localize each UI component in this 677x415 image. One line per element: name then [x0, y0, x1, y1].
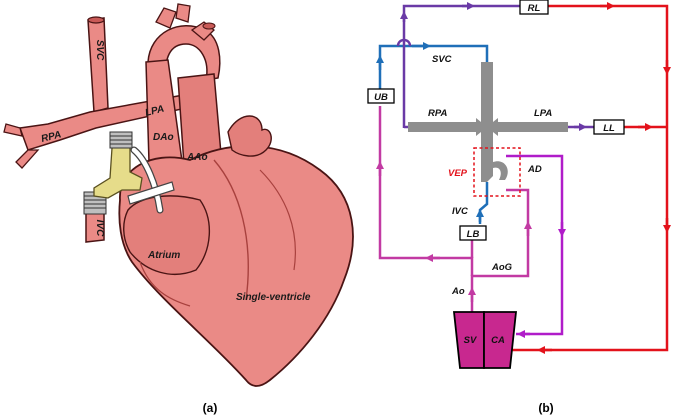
rpa-branch-upper	[3, 123, 23, 137]
white-band	[127, 181, 175, 205]
upper-ribbed-conduit	[109, 131, 133, 149]
label-b-vep: VEP	[448, 168, 468, 179]
label-b-lpa: LPA	[534, 108, 552, 119]
label-rpa: RPA	[40, 129, 62, 145]
box-ub: UB	[367, 88, 395, 104]
label-b-rpa: RPA	[428, 108, 447, 119]
coronary-vessel-1	[213, 159, 249, 301]
upper-purple-line	[402, 4, 520, 128]
gray-graft-t	[408, 62, 568, 182]
label-aao: AAo	[186, 152, 208, 163]
svc-vessel	[87, 17, 109, 113]
svc-crossover-hop	[396, 38, 412, 47]
arch-branch-1	[155, 7, 177, 29]
label-ca: CA	[491, 335, 505, 346]
caption-b: (b)	[538, 401, 553, 415]
label-b-ao: Ao	[451, 286, 465, 297]
svg-text:RL: RL	[528, 3, 541, 14]
rpa-branch-lower	[15, 149, 40, 169]
panel-b-circuit-diagram: RL UB LL LB SV CA SVC RPA LPA VEP AD IVC…	[367, 0, 671, 415]
label-ivc: IVC	[94, 220, 105, 237]
label-svc: SVC	[94, 40, 105, 61]
coronary-vessel-3	[139, 261, 191, 307]
aortic-arch	[147, 25, 221, 82]
ca-chamber	[483, 311, 518, 369]
svg-text:UB: UB	[374, 92, 388, 103]
svg-text:LB: LB	[467, 229, 480, 240]
label-b-ivc: IVC	[452, 206, 468, 217]
ventricle-block: SV CA	[452, 311, 518, 369]
atrium-lobe	[123, 195, 211, 275]
auricle	[227, 115, 272, 157]
white-shunt-tube-inner	[131, 147, 163, 213]
label-b-ad: AD	[527, 164, 542, 175]
label-single-ventricle: Single-ventricle	[236, 292, 311, 303]
box-rl: RL	[519, 0, 549, 15]
label-lpa: LPA	[144, 104, 165, 119]
caption-a: (a)	[203, 401, 218, 415]
label-dao: DAo	[153, 132, 174, 143]
vep-dashed-box	[473, 147, 521, 197]
svc-opening	[87, 16, 105, 24]
label-b-svc: SVC	[432, 54, 452, 65]
yellow-y-graft	[93, 145, 143, 199]
label-b-aog: AoG	[491, 262, 513, 273]
arch-branch-3-opening	[202, 22, 216, 30]
svg-text:LL: LL	[603, 123, 615, 134]
label-sv: SV	[464, 335, 477, 346]
box-lb: LB	[459, 225, 487, 241]
label-atrium: Atrium	[147, 250, 180, 261]
coronary-vessel-2	[259, 169, 296, 271]
panel-a-heart-illustration: SVC RPA LPA DAo AAo IVC Atrium Single-ve…	[3, 3, 354, 415]
arch-branch-2	[175, 3, 191, 23]
box-ll: LL	[593, 119, 625, 135]
svc-flow-line	[378, 44, 489, 98]
violet-ad-line	[506, 154, 564, 336]
red-rl-line	[512, 4, 669, 352]
